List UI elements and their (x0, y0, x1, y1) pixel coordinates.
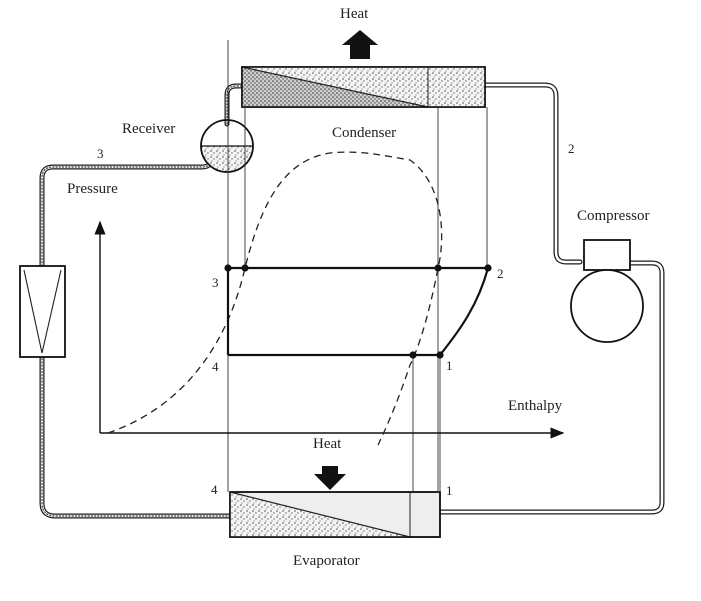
point-1-label: 1 (446, 358, 453, 373)
ph-axes (94, 220, 565, 439)
compressor (570, 239, 644, 343)
point-3-label: 3 (212, 275, 219, 290)
compressor-label: Compressor (577, 208, 650, 224)
saturation-dome (107, 151, 443, 446)
evaporator (229, 491, 441, 538)
expansion-valve (19, 265, 66, 358)
line-3-label: 3 (97, 146, 104, 161)
pressure-label: Pressure (67, 181, 118, 197)
evap-in-label: 4 (211, 482, 218, 497)
piping-loop (39, 82, 665, 519)
condenser-label: Condenser (332, 125, 396, 141)
receiver (200, 119, 254, 173)
evaporator-label: Evaporator (293, 553, 360, 569)
heat-out-arrow (342, 30, 378, 59)
evap-out-label: 1 (446, 483, 453, 498)
projection-lines (227, 40, 488, 492)
heat-in-arrow (314, 466, 346, 490)
ph-cycle (224, 264, 492, 359)
condenser (241, 66, 486, 108)
heat-top-label: Heat (340, 6, 369, 22)
point-2-label: 2 (497, 266, 504, 281)
receiver-label: Receiver (122, 121, 175, 137)
heat-bottom-label: Heat (313, 436, 342, 452)
line-2-label: 2 (568, 141, 575, 156)
point-4-label: 4 (212, 359, 219, 374)
enthalpy-label: Enthalpy (508, 398, 563, 414)
